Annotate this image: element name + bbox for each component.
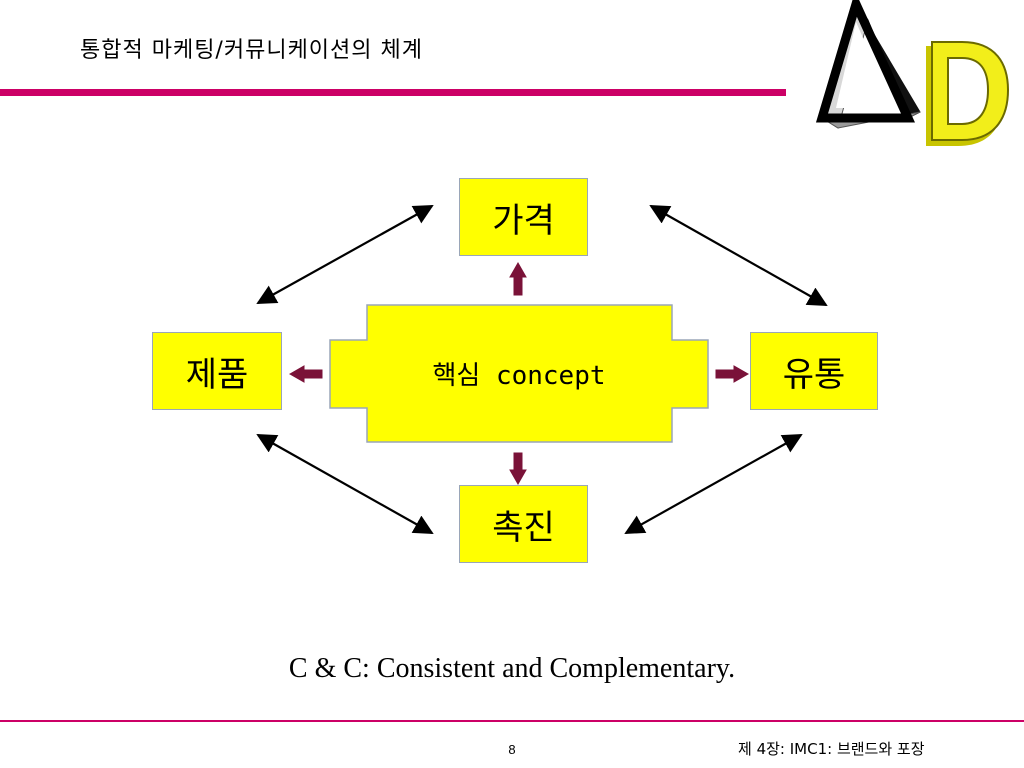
arrow-left-to-product (288, 365, 323, 383)
arrow-down-to-promotion (509, 452, 527, 486)
page-number: 8 (508, 742, 516, 757)
title-underline-rule (0, 89, 786, 96)
node-place: 유통 (750, 332, 878, 410)
footer-rule (0, 720, 1024, 722)
arrow-right-to-place (715, 365, 750, 383)
connector-promotion-place (624, 434, 803, 534)
connector-product-price (256, 205, 434, 304)
footer-chapter-label: 제 4장: IMC1: 브랜드와 포장 (738, 740, 925, 758)
node-promotion: 촉진 (459, 485, 588, 563)
slide-title: 통합적 마케팅/커뮤니케이션의 체계 (80, 38, 423, 63)
delta-d-logo (815, 0, 1010, 146)
connector-product-promotion (256, 434, 434, 534)
connector-price-place (649, 205, 828, 306)
node-price: 가격 (459, 178, 588, 256)
slide-caption: C & C: Consistent and Complementary. (288, 653, 736, 684)
node-product: 제품 (152, 332, 282, 410)
core-concept-label: 핵심 concept (432, 361, 606, 391)
arrow-up-to-price (509, 261, 527, 296)
